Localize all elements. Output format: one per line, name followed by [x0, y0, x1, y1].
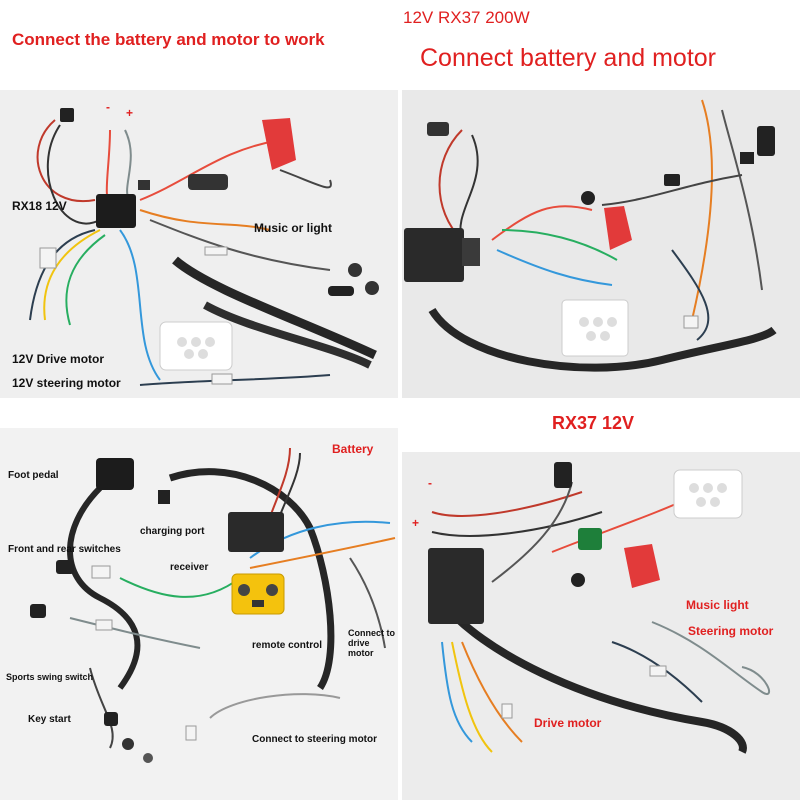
connect-drive-motor-label: Connect to drive motor [348, 628, 395, 658]
photo-top-left: - + RX18 12V Music or light 12V Drive mo… [0, 90, 398, 398]
charging-port-label: charging port [140, 526, 205, 537]
top-right-title: Connect battery and motor [420, 44, 716, 72]
key-start-label: Key start [28, 714, 71, 725]
foot-pedal-label: Foot pedal [8, 470, 59, 481]
rx18-label: RX18 12V [12, 199, 67, 213]
receiver-label: receiver [170, 562, 209, 573]
steering-motor-label-br: Steering motor [688, 624, 774, 638]
steering-motor-label: 12V steering motor [12, 376, 121, 390]
wiring-harness-bottom-left [30, 447, 396, 763]
photo-top-right [402, 90, 800, 398]
battery-label: Battery [332, 442, 374, 456]
photo-bottom-left: Battery Foot pedal charging port Front a… [0, 428, 398, 800]
music-light-label: Music light [686, 598, 749, 612]
wiring-harness-bottom-right [428, 462, 771, 754]
drive-motor-label-br: Drive motor [534, 716, 602, 730]
music-or-light-label: Music or light [254, 221, 332, 235]
top-right-subtitle: 12V RX37 200W [403, 8, 530, 27]
plus-label: + [126, 106, 134, 120]
minus-label: - [106, 100, 110, 114]
rx37-title: RX37 12V [552, 413, 635, 433]
photo-bottom-right: - + Music light Steering motor Drive mot… [402, 452, 800, 800]
plus-label-br: + [412, 516, 420, 530]
drive-motor-label: 12V Drive motor [12, 352, 105, 366]
wiring-harness-top-left [29, 108, 379, 386]
sports-swing-switch-label: Sports swing switch [6, 672, 94, 682]
wiring-harness-top-right [404, 99, 777, 372]
remote-control-label: remote control [252, 640, 323, 651]
front-rear-switch-label: Front and rear switches [8, 544, 121, 555]
connect-steering-motor-label: Connect to steering motor [252, 734, 378, 745]
minus-label-br: - [428, 476, 432, 490]
top-left-title: Connect the battery and motor to work [12, 30, 325, 49]
